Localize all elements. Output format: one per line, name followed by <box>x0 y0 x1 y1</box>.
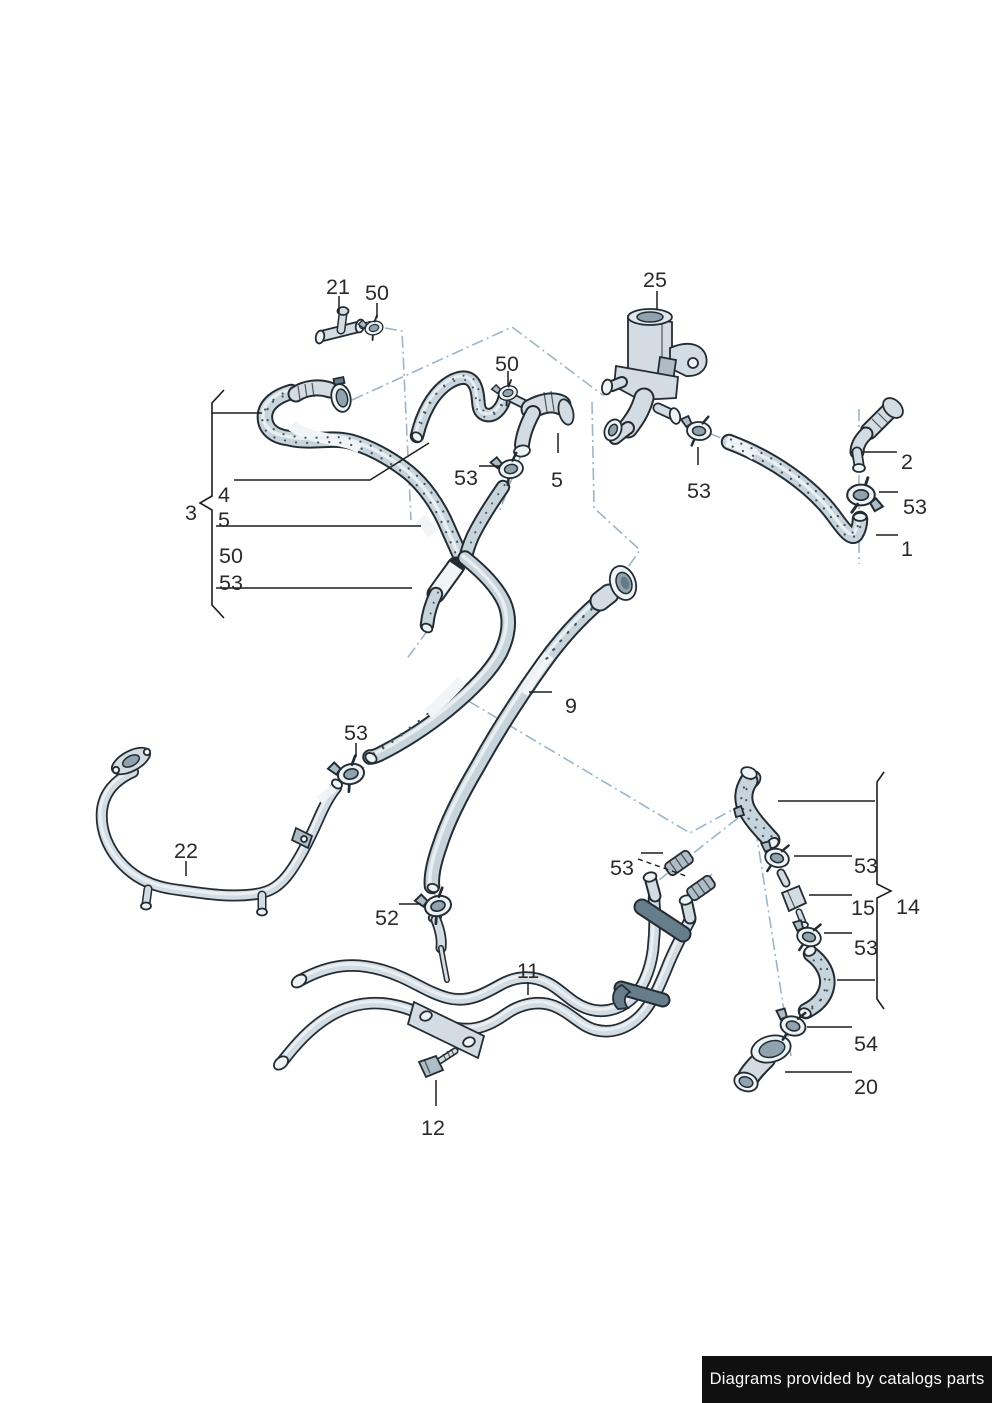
footer-text: Diagrams provided by catalogs parts <box>709 1370 985 1388</box>
part-elbow-20 <box>733 1034 792 1093</box>
part-hose-5-assembly <box>262 375 508 765</box>
mounting-plate <box>406 1000 486 1060</box>
clamp-53-twin-a <box>662 848 696 878</box>
callout-c1: 1 <box>901 537 913 561</box>
part-coolant-pipe-22 <box>100 746 343 917</box>
part-hose-4 <box>410 376 506 444</box>
callout-c3: 3 <box>185 501 197 525</box>
callout-c53r: 53 <box>903 495 927 519</box>
brackets <box>198 389 893 1010</box>
part-hose-14-lower <box>798 945 830 1019</box>
callout-c50c: 50 <box>219 544 243 568</box>
callout-c53t: 53 <box>610 856 634 880</box>
callout-c52: 52 <box>375 906 399 930</box>
clamp-53-twin-b <box>684 873 718 903</box>
pipe-hook-bracket <box>612 983 632 1010</box>
callout-c50a: 50 <box>365 281 389 305</box>
part-group-14-chain <box>732 766 830 1093</box>
callout-c53e: 53 <box>454 466 478 490</box>
part-hose-1 <box>727 440 867 539</box>
callout-c4: 4 <box>218 483 230 507</box>
callout-c2: 2 <box>901 450 913 474</box>
clamp-53-valve <box>677 413 714 449</box>
footer-bar: Diagrams provided by catalogs parts <box>702 1356 992 1403</box>
callout-c25: 25 <box>643 268 667 292</box>
hose-9-connector <box>589 565 638 612</box>
callout-c11: 11 <box>517 959 539 983</box>
callout-c54: 54 <box>854 1032 878 1056</box>
leader-lines <box>185 291 898 1106</box>
bracket-group-14 <box>876 771 893 1010</box>
hose-connector <box>287 375 352 413</box>
part-check-valve-15 <box>776 868 809 929</box>
callout-c53d: 53 <box>854 936 878 960</box>
callout-c5a: 5 <box>218 508 230 532</box>
part-twin-pipes-11 <box>273 871 697 1079</box>
callout-c15: 15 <box>851 896 875 920</box>
callout-c53m: 53 <box>344 721 368 745</box>
bracket-group-3 <box>198 389 225 619</box>
callout-c9: 9 <box>565 694 577 718</box>
part-fitting-2 <box>849 397 904 473</box>
callout-c53g: 53 <box>219 571 243 595</box>
callout-c22: 22 <box>174 839 198 863</box>
part-elbow-fitting-5 <box>507 390 575 458</box>
part-hose-14-upper <box>732 766 780 850</box>
clamps <box>325 313 885 1046</box>
clamp-53-right <box>845 476 885 514</box>
part-valve-25 <box>601 308 708 445</box>
callout-c5b: 5 <box>551 468 563 492</box>
callout-c21: 21 <box>326 275 350 299</box>
callout-c14: 14 <box>896 895 920 919</box>
callout-c50b: 50 <box>495 352 519 376</box>
callout-c12: 12 <box>421 1116 445 1140</box>
callout-c20: 20 <box>854 1075 878 1099</box>
part-hose-9 <box>427 565 638 893</box>
part-bolt-12 <box>417 1047 459 1079</box>
callout-c53v: 53 <box>687 479 711 503</box>
callout-c53c: 53 <box>854 854 878 878</box>
